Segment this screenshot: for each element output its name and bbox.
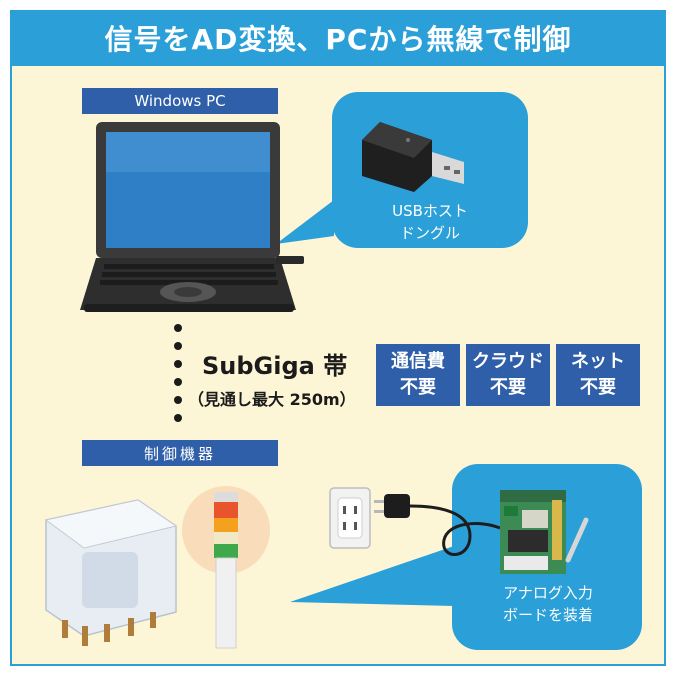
wireless-range-note: （見通し最大 250m） xyxy=(188,390,356,409)
dongle-callout-tail xyxy=(276,200,334,244)
badge-line2: 不要 xyxy=(400,377,436,398)
dongle-caption: USBホスト ドングル xyxy=(360,200,500,244)
devices-label: 制御機器 xyxy=(82,440,278,466)
dongle-caption-line2: ドングル xyxy=(399,224,460,242)
board-caption: アナログ入力 ボードを装着 xyxy=(468,582,628,626)
laptop-icon xyxy=(80,122,304,312)
badge-no-internet: ネット 不要 xyxy=(556,344,640,406)
board-callout-tail xyxy=(290,546,454,606)
badge-line2: 不要 xyxy=(580,377,616,398)
analog-input-board-icon xyxy=(500,490,589,574)
dongle-caption-line1: USBホスト xyxy=(392,202,468,220)
badge-no-comm-fee: 通信費 不要 xyxy=(376,344,460,406)
signal-tower-light-icon xyxy=(182,486,270,649)
badge-no-cloud: クラウド 不要 xyxy=(466,344,550,406)
wireless-link-dots xyxy=(174,324,182,422)
badge-line1: 通信費 xyxy=(391,351,445,372)
badge-line1: クラウド xyxy=(472,351,544,372)
page-title: 信号をAD変換、PCから無線で制御 xyxy=(10,10,666,66)
badge-line1: ネット xyxy=(571,351,625,372)
board-caption-line2: ボードを装着 xyxy=(502,606,593,624)
usb-dongle-icon xyxy=(362,122,464,192)
wall-outlet-icon xyxy=(329,487,371,549)
board-caption-line1: アナログ入力 xyxy=(503,584,593,602)
plugged-dongle-icon xyxy=(276,256,304,264)
badge-line2: 不要 xyxy=(490,377,526,398)
pc-label: Windows PC xyxy=(82,88,278,114)
wireless-band-title: SubGiga 帯 xyxy=(202,352,348,380)
relay-icon xyxy=(44,499,178,646)
ac-adapter-icon xyxy=(374,494,501,556)
